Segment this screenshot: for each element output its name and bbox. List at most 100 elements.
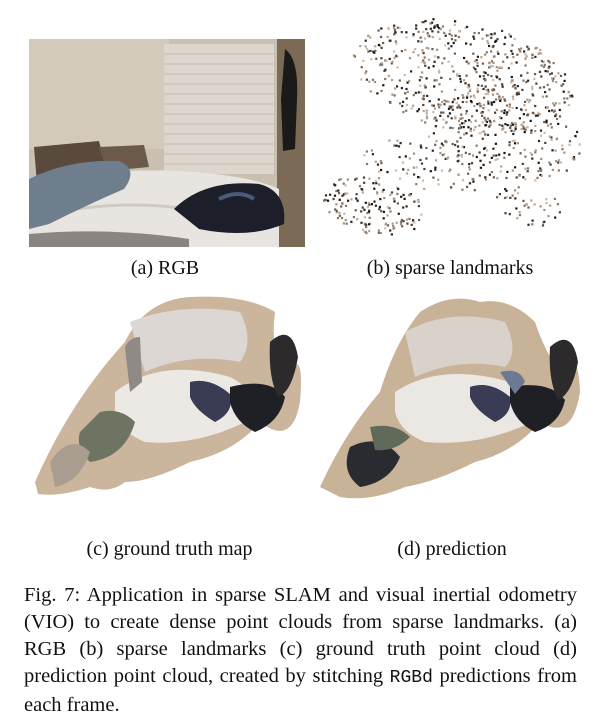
landmark-point	[488, 61, 491, 64]
landmark-point	[344, 192, 347, 195]
landmark-point	[365, 47, 369, 50]
landmark-point	[562, 83, 565, 86]
landmark-point	[563, 101, 566, 104]
landmark-point	[540, 64, 543, 67]
landmark-point	[472, 35, 475, 38]
landmark-point	[534, 130, 537, 133]
landmark-point	[548, 61, 551, 64]
landmark-point	[553, 197, 556, 200]
landmark-point	[548, 88, 551, 91]
landmark-point	[543, 208, 546, 212]
landmark-point	[390, 191, 394, 194]
landmark-point	[457, 104, 460, 107]
landmark-point	[457, 119, 461, 123]
landmark-point	[412, 166, 415, 169]
landmark-point	[522, 176, 525, 179]
landmark-point	[449, 126, 452, 129]
landmark-point	[493, 55, 496, 58]
landmark-point	[415, 24, 418, 27]
landmark-point	[482, 71, 486, 74]
landmark-point	[473, 37, 476, 40]
landmark-point	[516, 217, 519, 220]
landmark-point	[373, 200, 376, 203]
landmark-point	[382, 217, 385, 220]
landmark-point	[370, 58, 373, 61]
landmark-point	[367, 34, 370, 37]
landmark-point	[488, 119, 491, 122]
landmark-point	[482, 87, 485, 91]
landmark-point	[475, 71, 478, 74]
landmark-point	[574, 134, 577, 138]
landmark-point	[465, 110, 468, 113]
landmark-point	[478, 151, 481, 154]
landmark-point	[466, 86, 469, 89]
landmark-point	[383, 196, 386, 200]
landmark-point	[450, 186, 453, 189]
landmark-point	[449, 168, 452, 171]
landmark-point	[469, 95, 472, 98]
landmark-point	[417, 176, 420, 179]
landmark-point	[540, 174, 543, 177]
landmark-point	[514, 128, 517, 131]
landmark-point	[563, 79, 566, 82]
landmark-point	[549, 123, 552, 126]
landmark-point	[461, 100, 464, 104]
landmark-point	[487, 90, 490, 93]
landmark-point	[358, 185, 362, 188]
landmark-point	[568, 143, 571, 146]
landmark-point	[377, 231, 380, 234]
landmark-point	[409, 142, 412, 145]
landmark-point	[380, 168, 383, 172]
landmark-point	[418, 176, 421, 179]
landmark-point	[496, 69, 499, 72]
landmark-point	[389, 101, 392, 104]
landmark-point	[361, 206, 364, 209]
landmark-point	[469, 88, 472, 91]
landmark-point	[391, 222, 394, 225]
landmark-point	[442, 111, 445, 114]
landmark-point	[479, 166, 482, 169]
figure-caption-text: Application in sparse SLAM and visual in…	[24, 584, 577, 687]
landmark-point	[490, 156, 493, 159]
landmark-point	[446, 157, 449, 160]
landmark-point	[558, 115, 562, 118]
landmark-point	[547, 106, 550, 109]
landmark-point	[523, 148, 526, 151]
landmark-point	[401, 161, 404, 164]
landmark-point	[380, 210, 383, 213]
landmark-point	[384, 59, 387, 62]
landmark-point	[517, 92, 520, 96]
landmark-point	[339, 178, 342, 181]
landmark-point	[393, 200, 396, 203]
landmark-point	[491, 33, 494, 36]
landmark-point	[438, 37, 441, 40]
landmark-point	[554, 114, 557, 118]
landmark-point	[541, 95, 545, 98]
landmark-point	[433, 117, 436, 120]
landmark-point	[467, 62, 470, 65]
landmark-point	[422, 59, 425, 62]
landmark-point	[561, 144, 564, 147]
landmark-point	[457, 173, 460, 176]
landmark-point	[360, 221, 363, 224]
landmark-point	[328, 211, 331, 214]
landmark-point	[555, 160, 558, 163]
landmark-point	[468, 152, 471, 156]
landmark-point	[447, 115, 450, 118]
landmark-point	[451, 101, 454, 104]
landmark-point	[421, 71, 424, 74]
landmark-point	[423, 37, 427, 40]
landmark-point	[517, 186, 520, 189]
landmark-point	[508, 144, 511, 147]
landmark-point	[510, 75, 513, 79]
landmark-point	[499, 66, 502, 69]
landmark-point	[413, 221, 416, 224]
landmark-point	[481, 121, 484, 124]
landmark-point	[492, 147, 495, 150]
landmark-point	[484, 79, 487, 82]
landmark-point	[539, 173, 542, 177]
landmark-point	[420, 40, 423, 43]
landmark-point	[525, 203, 528, 206]
landmark-point	[484, 178, 488, 181]
landmark-point	[431, 104, 434, 107]
